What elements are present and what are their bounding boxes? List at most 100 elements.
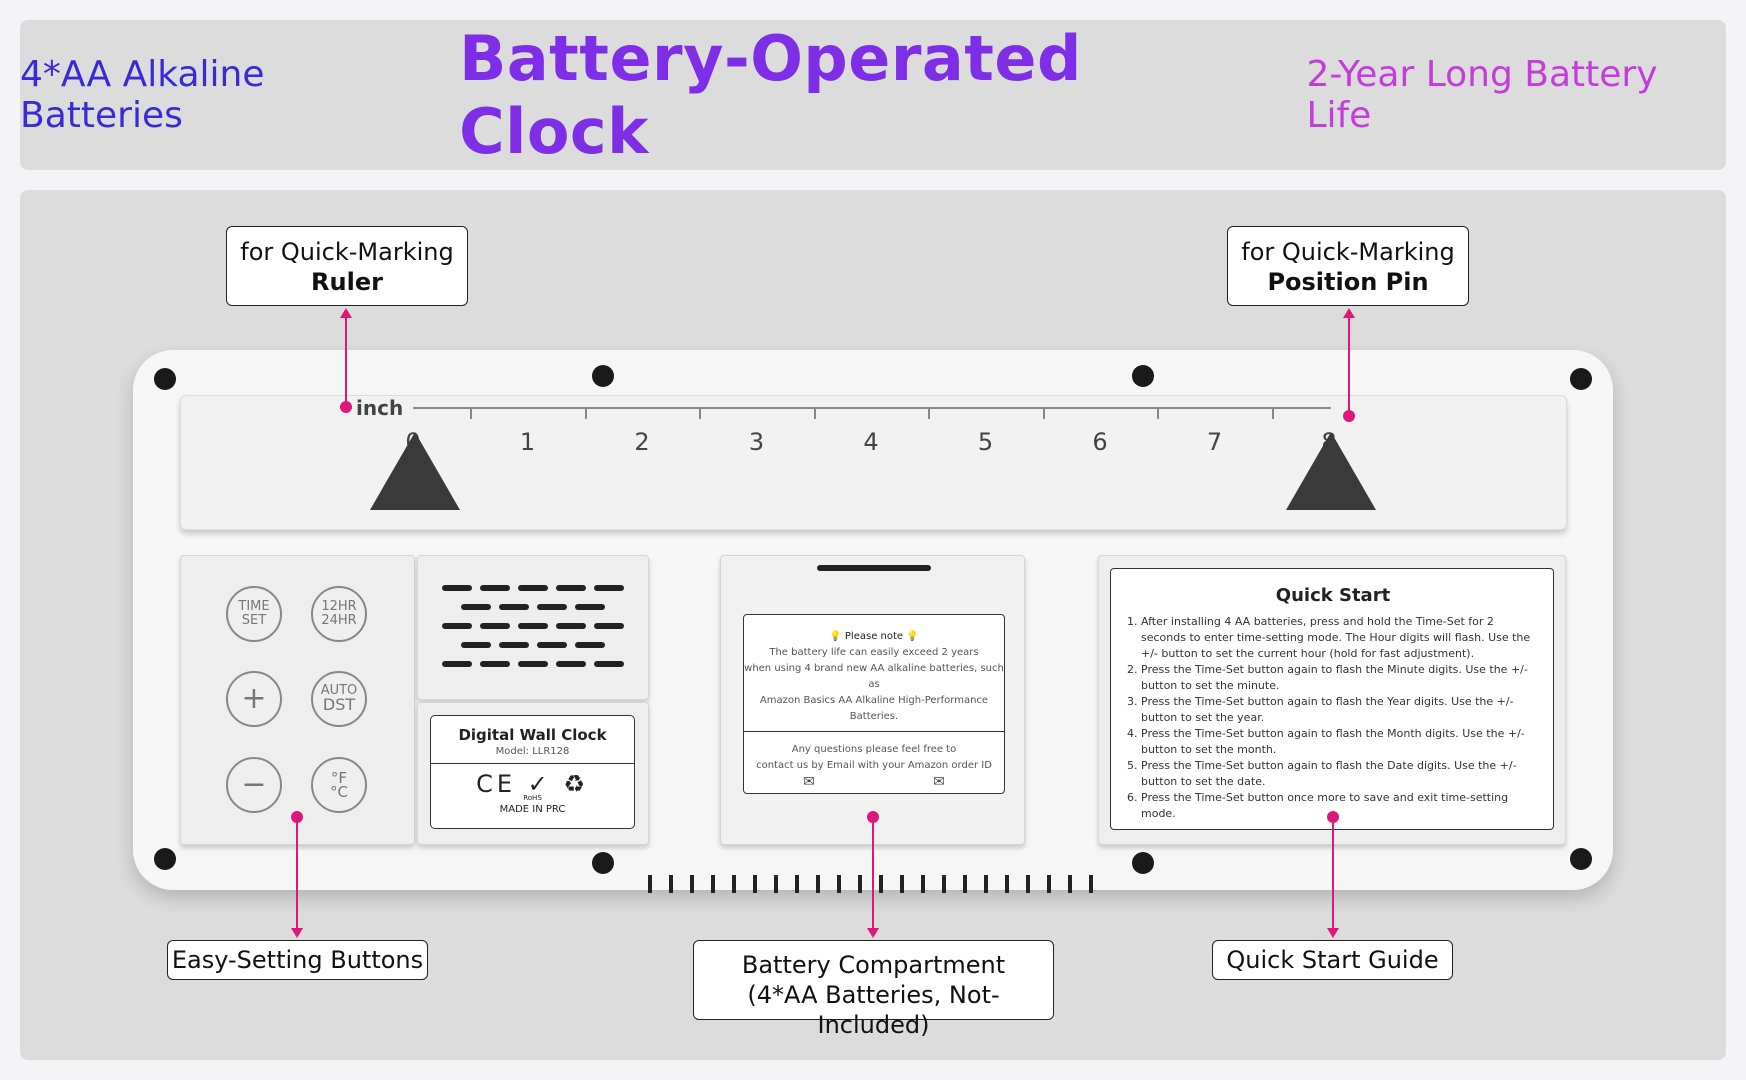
vent-slot: [963, 875, 967, 893]
speaker-slot: [480, 585, 510, 591]
ruler-tick-label: 6: [1092, 428, 1108, 456]
hanger-notch-left: [370, 432, 460, 510]
vent-slot: [942, 875, 946, 893]
vent-slot: [1026, 875, 1030, 893]
speaker-slot: [537, 604, 567, 610]
vent-slot: [753, 875, 757, 893]
label-divider: [431, 763, 634, 764]
speaker-slot: [594, 623, 624, 629]
quick-start-step: Press the Time-Set button again to flash…: [1141, 758, 1539, 790]
speaker-slot: [442, 661, 472, 667]
envelope-icon: ✉: [803, 774, 815, 790]
speaker-slot: [480, 661, 510, 667]
contact-line: Any questions please feel free to: [791, 744, 957, 755]
vent-slot: [774, 875, 778, 893]
quick-start-title: Quick Start: [1275, 585, 1391, 606]
plus-button[interactable]: +: [226, 671, 282, 727]
callout-buttons: Easy-Setting Buttons: [167, 940, 428, 980]
pointer-dot-buttons: [291, 811, 303, 823]
minus-button[interactable]: −: [226, 757, 282, 813]
battery-type-text: 4*AA Alkaline Batteries: [20, 54, 265, 136]
pointer-line-ruler: [345, 316, 347, 401]
note-line: when using 4 brand new AA alkaline batte…: [744, 663, 1004, 690]
made-in-text: MADE IN PRC: [499, 804, 566, 815]
ruler-tick-label: 2: [634, 428, 650, 456]
quick-start-card: Quick Start After installing 4 AA batter…: [1110, 568, 1554, 830]
hanger-notch-right: [1286, 432, 1376, 510]
battery-cover-latch[interactable]: [817, 565, 931, 571]
speaker-slot: [556, 585, 586, 591]
pointer-line-pin: [1348, 316, 1350, 410]
vent-slot: [690, 875, 694, 893]
ruler-tick-label: 4: [863, 428, 879, 456]
header-banner: 4*AA Alkaline Batteries Battery-Operated…: [20, 20, 1726, 170]
vent-slot: [879, 875, 883, 893]
speaker-slot: [499, 604, 529, 610]
speaker-slot: [594, 661, 624, 667]
buttons-module: [180, 555, 415, 845]
callout-pin-line1: for Quick-Marking: [1241, 238, 1455, 266]
pointer-arrow-ruler: [340, 308, 352, 318]
quick-start-step: Press the Time-Set button again to flash…: [1141, 694, 1539, 726]
vent-slot: [984, 875, 988, 893]
mount-hole: [154, 368, 176, 390]
ruler-tick: [584, 407, 587, 419]
quick-start-steps: After installing 4 AA batteries, press a…: [1127, 614, 1539, 822]
callout-position-pin: for Quick-Marking Position Pin: [1227, 226, 1469, 306]
vent-slot: [900, 875, 904, 893]
speaker-slot: [575, 604, 605, 610]
contact-line: contact us by Email with your Amazon ord…: [756, 760, 992, 771]
vent-slot: [1089, 875, 1093, 893]
product-name: Digital Wall Clock: [458, 726, 607, 744]
mount-hole: [592, 852, 614, 874]
battery-life-text: 2-Year Long Battery Life: [1306, 54, 1658, 136]
pointer-arrow-buttons: [291, 928, 303, 938]
vent-slot: [816, 875, 820, 893]
mount-hole: [1570, 848, 1592, 870]
ruler-line: [413, 407, 1331, 409]
mount-hole: [1132, 365, 1154, 387]
page-title: Battery-Operated Clock: [459, 22, 1082, 168]
speaker-slot: [594, 585, 624, 591]
vent-slot: [1068, 875, 1072, 893]
ruler-tick: [699, 407, 702, 419]
callout-battery-compartment: Battery Compartment (4*AA Batteries, Not…: [693, 940, 1054, 1039]
ruler-tick: [1157, 407, 1160, 419]
speaker-slot: [442, 623, 472, 629]
pointer-dot-battery: [867, 811, 879, 823]
vent-slot: [921, 875, 925, 893]
pointer-arrow-guide: [1327, 928, 1339, 938]
speaker-slot: [518, 585, 548, 591]
speaker-slot: [461, 604, 491, 610]
mount-hole: [154, 848, 176, 870]
mount-hole: [1570, 368, 1592, 390]
callout-ruler-line2: Ruler: [311, 268, 383, 296]
note-line: Amazon Basics AA Alkaline High-Performan…: [759, 695, 989, 722]
vent-slot: [1047, 875, 1051, 893]
vent-slot: [858, 875, 862, 893]
ruler-tick-label: 3: [748, 428, 765, 456]
ruler-tick-label: 5: [977, 428, 994, 456]
certification-marks: CE ✓ ♻: [476, 770, 589, 798]
callout-ruler: for Quick-Marking Ruler: [226, 226, 468, 306]
speaker-slot: [537, 642, 567, 648]
ruler-unit: inch: [356, 396, 404, 420]
temp-unit-button[interactable]: °F°C: [311, 757, 367, 813]
speaker-slot: [442, 585, 472, 591]
product-label: Digital Wall Clock Model: LLR128 CE ✓ ♻ …: [430, 715, 635, 829]
note-line: The battery life can easily exceed 2 yea…: [769, 647, 979, 658]
speaker-slot: [480, 623, 510, 629]
speaker-slot: [518, 661, 548, 667]
vent-slot: [648, 875, 652, 893]
callout-battery-line2: (4*AA Batteries, Not-Included): [747, 981, 1000, 1039]
speaker-slot: [556, 623, 586, 629]
envelope-icon: ✉: [933, 774, 945, 790]
speaker-slot: [499, 642, 529, 648]
speaker-slot: [575, 642, 605, 648]
vent-slot: [795, 875, 799, 893]
ruler-tick: [1042, 407, 1045, 419]
callout-ruler-line1: for Quick-Marking: [240, 238, 454, 266]
